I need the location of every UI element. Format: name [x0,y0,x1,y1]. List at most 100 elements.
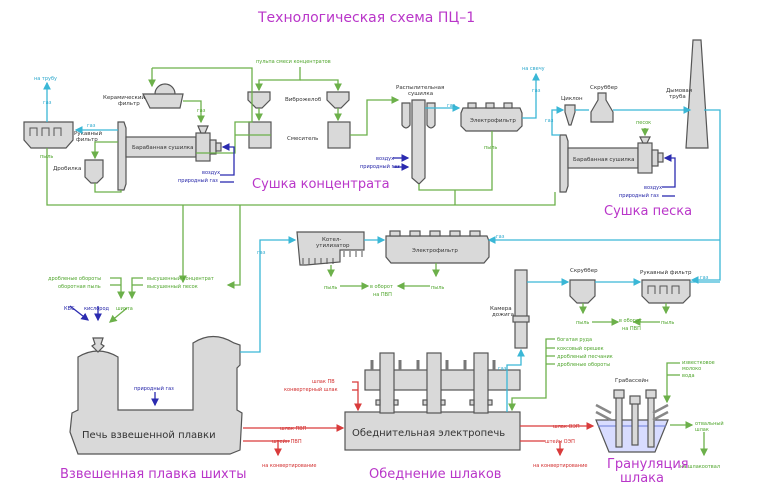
label-dust-2: пыль [484,145,497,151]
mixer-right [327,121,351,149]
chimney [685,39,709,149]
afterburning-chamber-label-2: дожига [492,312,514,318]
label-gas-5: газ [545,118,554,124]
electrofilter-1 [460,102,523,132]
label-gas-9: газ [498,366,507,372]
grabbasin-label: Грабассейн [615,377,649,384]
scrubber-2-label: Скруббер [570,268,598,274]
slag-cleaning-furnace [344,352,521,451]
label-to-converting-2: на конвертирование [533,463,587,469]
label-kvs: КВС [64,306,75,312]
label-to-slag-dump: на шлакоотвал [680,464,720,470]
label-natural-gas-furnace: природный газ [134,385,174,392]
label-sand: песок [636,120,651,126]
label-pulp: пульпа смеси концентратов [256,59,331,65]
scrubber-2 [569,279,596,304]
section-flash-smelting: Взвешенная плавка шихты [60,467,247,482]
label-dried-concentrate: высушенный концентрат [147,275,214,282]
label-waste-slag: отвальный [695,420,724,427]
bag-filter-1-label-2: фильтр [76,137,98,143]
air-gas-lines [69,143,676,407]
label-dried-sand: высушенный песок [147,283,198,290]
label-gas-ceramic: газ [197,108,206,114]
label-natural-gas-1: природный газ [178,177,218,184]
label-pvp-slag: шлак ПВ [312,379,335,385]
label-gas-8: газ [700,275,709,281]
bag-filter-1-label: Рукавный [74,130,102,137]
granulation-basin [595,389,669,453]
diagram-title: Технологическая схема ПЦ–1 [257,10,475,26]
scrubber-1 [590,92,614,123]
label-coke-nut: коксовый орешек [557,345,604,352]
label-recycle-2: на ПВП [373,292,392,298]
label-return-dust: оборотная пыль [58,284,101,290]
waste-heat-boiler-label: Котел- [322,237,341,243]
label-air-2: воздух [376,156,394,162]
label-to-converting-1: на конвертирование [262,463,316,469]
label-natural-gas-3: природный газ [619,192,659,199]
label-water: вода [682,373,695,379]
label-to-chimney: на свечу [522,66,545,72]
label-charge: шихта [116,306,133,312]
label-gas-6: газ [257,250,266,256]
label-matte-oep: штейн ОЭП [545,438,575,445]
label-air-3: воздух [644,185,662,191]
label-slag-oep: шлак ОЭП [553,424,580,430]
section-slag-cleaning: Обеднение шлаков [369,467,501,482]
vibrochute-label: Виброжелоб [285,97,322,103]
label-slag-pvp: шлак ПВП [280,426,307,432]
spray-dryer-label: Распылительная [396,85,444,91]
afterburning-chamber-label: Камера [490,306,512,312]
vibrochute-left [247,91,271,109]
label-dust-1: пыль [40,154,53,160]
label-dust-5: пыль [576,320,589,326]
label-recycle-1: в оборот [370,284,393,290]
ceramic-filter [142,83,184,109]
label-crushed-returns: дробленые обороты [48,276,101,282]
label-lime-milk: известковое [682,360,715,366]
label-gas-3: газ [447,103,456,109]
spray-dryer [401,99,436,185]
cyclone-label: Циклон [561,96,583,102]
waste-heat-boiler-label-2: утилизатор [316,243,350,249]
section-drying-concentrate: Сушка концентрата [252,177,390,192]
drum-dryer-sand-label: Барабанная сушилка [573,157,634,163]
vibrochute-right [326,91,350,109]
section-granulation: Грануляция [607,457,689,472]
ceramic-filter-label-2: фильтр [118,101,140,107]
label-recycle-4: на ПВП [622,326,641,332]
label-gas-1: газ [43,100,52,106]
flash-furnace-label: Печь взвешенной плавки [82,430,216,441]
label-dust-6: пыль [661,320,674,326]
drum-dryer-sand [559,134,664,193]
label-matte-pvp: штейн ПВП [272,438,302,445]
label-converter-slag: конвертерный шлак [284,386,338,393]
bag-filter-2-label: Рукавный фильтр [640,269,692,276]
section-granulation-2: шлака [620,471,664,486]
melt-flow-lines [243,381,595,457]
crusher [84,159,104,184]
ceramic-filter-label: Керамический [103,94,145,101]
flash-smelting-furnace [69,335,243,455]
label-air-1: воздух [202,170,220,176]
label-dust-4: пыль [431,285,444,291]
label-lime-milk-2: молоко [682,366,701,372]
gas-flow-lines [43,72,721,412]
label-dust-3: пыль [324,285,337,291]
label-recycle-3: в оборот [619,318,642,324]
label-crushed-returns-2: дробленые обороты [557,362,610,368]
spray-dryer-label-2: сушилка [408,91,433,97]
label-to-pipe: на трубу [34,76,57,82]
label-natural-gas-2: природный газ [360,163,400,170]
label-waste-slag-2: шлак [695,427,709,433]
material-flow-lines [46,67,708,457]
label-crushed-sand: дробленый песчаник [557,353,613,360]
electric-furnace-label: Обеднительная электропечь [352,428,505,439]
electrofilter-1-label: Электрофильтр [470,118,516,124]
cyclone [564,104,576,126]
label-rich-ore: богатая руда [557,337,592,343]
afterburning-chamber [512,269,530,349]
section-drying-sand: Сушка песка [604,204,692,219]
bag-filter-1 [23,121,74,149]
